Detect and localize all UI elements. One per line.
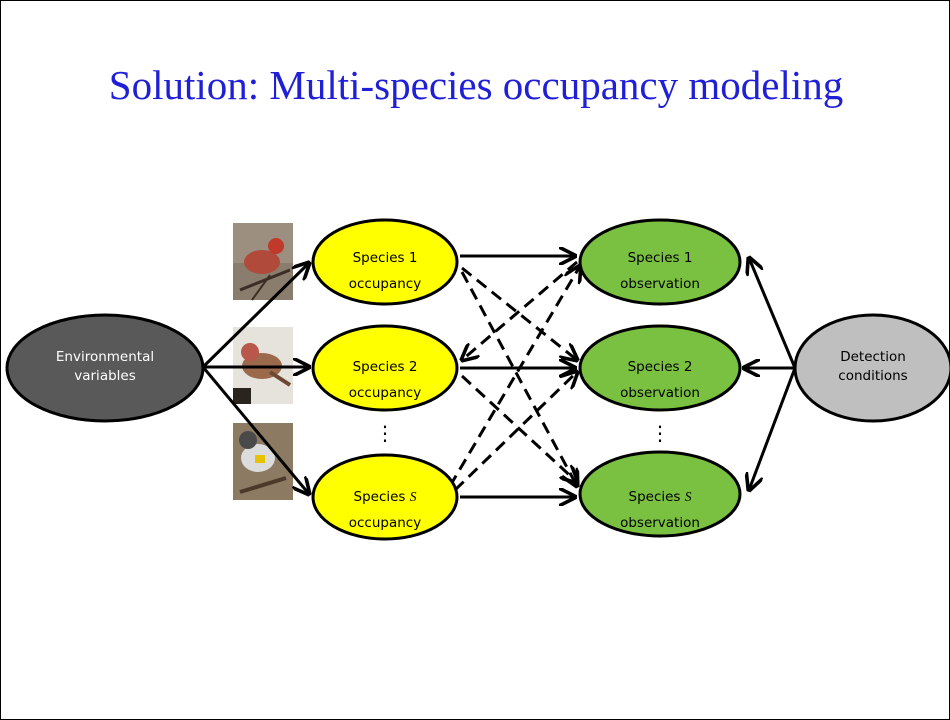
species-1-occupancy-node: Species 1 occupancy bbox=[311, 218, 459, 306]
direct-arrows bbox=[460, 256, 575, 497]
obs1-label-1: Species 1 bbox=[628, 250, 693, 266]
species-2-observation-node: Species 2 observation bbox=[578, 324, 742, 412]
observation-ellipsis: ⋮ bbox=[650, 421, 670, 445]
occ1-label-1: Species 1 bbox=[353, 250, 418, 266]
detection-arrows bbox=[744, 258, 797, 490]
obsS-label-2: observation bbox=[620, 515, 700, 531]
occ2-label-2: occupancy bbox=[349, 385, 421, 401]
obsS-label-1: Species S bbox=[629, 489, 692, 505]
occS-label-2: occupancy bbox=[349, 515, 421, 531]
detection-label-2: conditions bbox=[838, 368, 907, 384]
obs2-label-2: observation bbox=[620, 385, 700, 401]
interaction-arrows bbox=[448, 260, 580, 490]
obs2-label-1: Species 2 bbox=[628, 359, 693, 375]
occS-label-1: Species S bbox=[354, 489, 417, 505]
environmental-label-2: variables bbox=[74, 368, 136, 384]
occ2-label-1: Species 2 bbox=[353, 359, 418, 375]
environmental-variables-node: Environmental variables bbox=[5, 313, 205, 423]
env-arrows bbox=[201, 263, 309, 494]
obs1-label-2: observation bbox=[620, 276, 700, 292]
occupancy-ellipsis: ⋮ bbox=[375, 421, 395, 445]
slide-title: Solution: Multi-species occupancy modeli… bbox=[108, 62, 844, 108]
species-1-observation-node: Species 1 observation bbox=[578, 218, 742, 306]
occ1-label-2: occupancy bbox=[349, 276, 421, 292]
detection-conditions-node: Detection conditions bbox=[793, 313, 950, 423]
species-2-occupancy-node: Species 2 occupancy bbox=[311, 324, 459, 412]
environmental-label-1: Environmental bbox=[56, 349, 154, 365]
species-s-observation-node: Species S observation bbox=[578, 450, 742, 538]
detection-label-1: Detection bbox=[840, 349, 906, 365]
yellow-rumped-warbler-photo-icon bbox=[233, 423, 293, 500]
species-s-occupancy-node: Species S occupancy bbox=[311, 453, 459, 541]
